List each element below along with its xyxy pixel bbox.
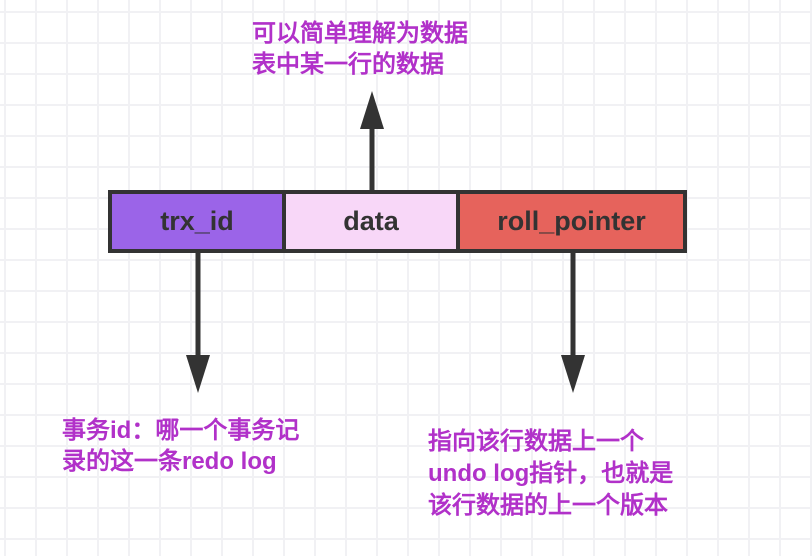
trx-id-annotation-line-2: 录的这一条redo log	[62, 448, 277, 475]
roll-pointer-annotation-line-3: 该行数据的上一个版本	[428, 492, 668, 519]
roll-pointer-annotation-line-2: undo log指针，也就是	[428, 460, 674, 487]
row-structure-bar: trx_id data roll_pointer	[108, 190, 687, 253]
cell-roll-pointer: roll_pointer	[460, 194, 683, 249]
arrow-up-icon	[360, 91, 384, 190]
top-annotation-line-2: 表中某一行的数据	[252, 51, 444, 78]
top-annotation: 可以简单理解为数据 表中某一行的数据	[252, 18, 468, 80]
cell-trx-id: trx_id	[112, 194, 282, 249]
cell-data: data	[286, 194, 456, 249]
roll-pointer-annotation: 指向该行数据上一个 undo log指针，也就是 该行数据的上一个版本	[428, 426, 673, 522]
roll-pointer-annotation-line-1: 指向该行数据上一个	[428, 428, 644, 455]
arrow-down-right-icon	[561, 253, 585, 393]
cell-roll-pointer-label: roll_pointer	[497, 206, 646, 236]
top-annotation-line-1: 可以简单理解为数据	[252, 20, 468, 47]
trx-id-annotation-line-1: 事务id：哪一个事务记	[62, 417, 300, 444]
arrow-down-left-icon	[186, 253, 210, 393]
trx-id-annotation: 事务id：哪一个事务记 录的这一条redo log	[62, 415, 299, 477]
cell-trx-id-label: trx_id	[160, 206, 234, 236]
cell-data-label: data	[343, 206, 399, 236]
